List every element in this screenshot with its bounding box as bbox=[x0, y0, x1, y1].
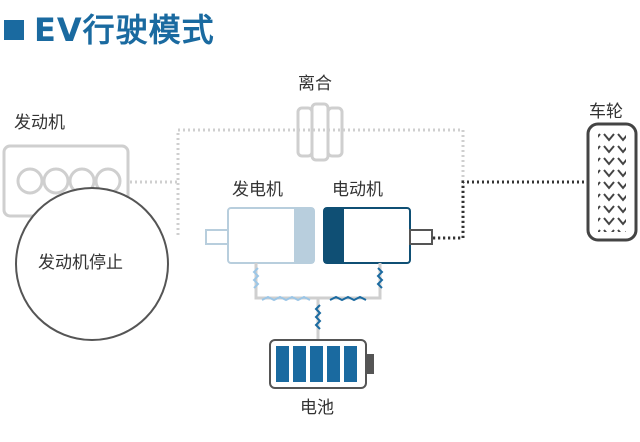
title-marker bbox=[4, 20, 24, 40]
engine-stopped-indicator bbox=[15, 187, 169, 341]
motor-icon bbox=[323, 207, 433, 264]
power-wiring bbox=[254, 263, 382, 340]
clutch-icon bbox=[296, 102, 344, 162]
wheel-label: 车轮 bbox=[589, 102, 623, 122]
energy-flow-icon bbox=[252, 267, 384, 330]
battery-label: 电池 bbox=[300, 398, 334, 418]
page-header: EV行驶模式 bbox=[4, 14, 215, 46]
wheel-icon bbox=[586, 122, 638, 242]
battery-icon bbox=[269, 339, 374, 389]
clutch-label: 离合 bbox=[298, 74, 332, 94]
engine-label: 发动机 bbox=[14, 113, 65, 133]
motor-drive-path bbox=[418, 180, 588, 240]
motor-label: 电动机 bbox=[332, 180, 383, 200]
generator-icon bbox=[205, 207, 315, 264]
engine-stopped-label: 发动机停止 bbox=[38, 253, 123, 273]
generator-label: 发电机 bbox=[232, 180, 283, 200]
engine-drive-path bbox=[130, 128, 465, 240]
page-title: EV行驶模式 bbox=[34, 11, 215, 49]
